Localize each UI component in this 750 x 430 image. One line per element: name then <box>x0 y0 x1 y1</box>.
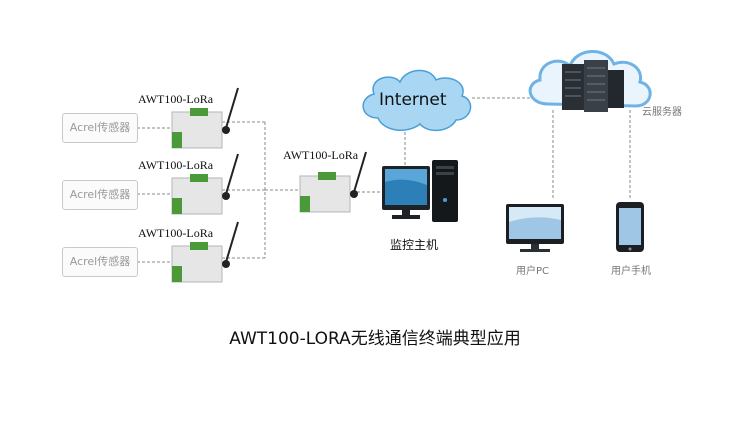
lora-device-3-icon <box>171 221 239 283</box>
lora-device-1-icon <box>171 87 239 149</box>
sensor-box-3: Acrel传感器 <box>62 247 138 277</box>
user-pc-icon <box>506 204 564 252</box>
sensor-link-lines <box>137 97 631 263</box>
user-phone-label: 用户手机 <box>611 266 651 277</box>
diagram-caption: AWT100-LORA无线通信终端典型应用 <box>229 329 521 349</box>
internet-label: Internet <box>379 90 447 110</box>
sensor-box-1: Acrel传感器 <box>62 113 138 143</box>
cloud-server-icon <box>528 50 652 112</box>
lora-device-2-icon <box>171 153 239 215</box>
user-pc-label: 用户PC <box>516 266 550 277</box>
device-label-2: AWT100-LoRa <box>138 158 214 172</box>
device-label-1: AWT100-LoRa <box>138 92 214 106</box>
gateway-label: AWT100-LoRa <box>283 148 359 162</box>
internet-cloud-icon <box>362 69 472 132</box>
device-label-3: AWT100-LoRa <box>138 226 214 240</box>
monitor-host-label: 监控主机 <box>390 238 439 252</box>
cloud-server-label: 云服务器 <box>642 107 682 118</box>
monitor-host-icon <box>382 160 458 222</box>
sensor-box-2: Acrel传感器 <box>62 180 138 210</box>
lora-gateway-icon <box>299 151 367 213</box>
user-phone-icon <box>616 202 644 252</box>
